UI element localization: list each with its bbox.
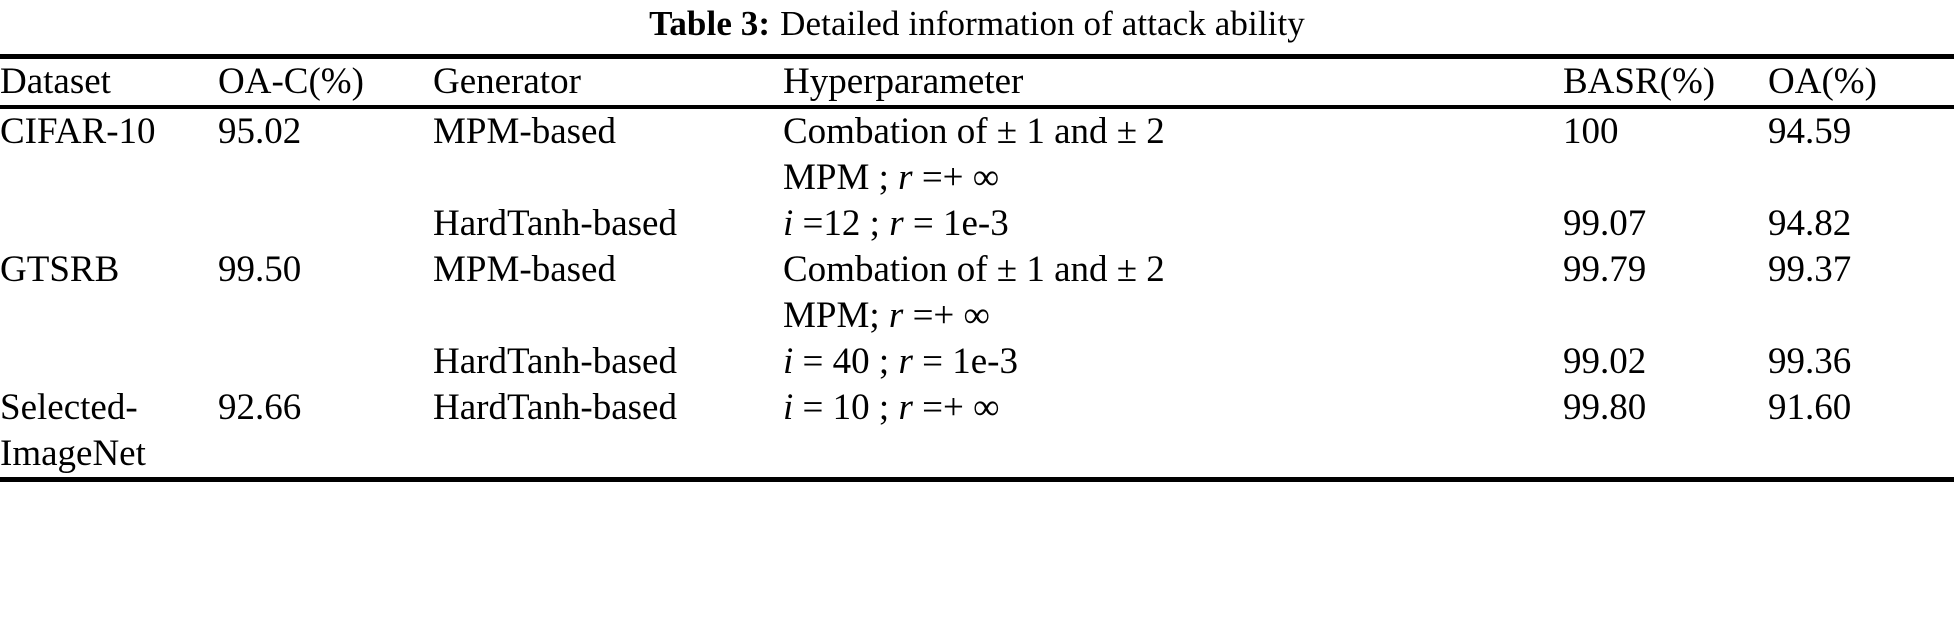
table-row: GTSRB 99.50 MPM-based Combation of ± 1 a…	[0, 247, 1954, 339]
column-header-dataset: Dataset	[0, 61, 111, 102]
cell-basr: 100	[1563, 111, 1619, 152]
hyperparameter-r-value: = 1e-3	[903, 203, 1009, 244]
hyperparameter-variable-r: r	[898, 341, 913, 382]
cell-basr: 99.07	[1563, 203, 1647, 244]
cell-dataset: GTSRB	[0, 249, 120, 290]
cell-basr: 99.80	[1563, 387, 1647, 428]
cell-generator: MPM-based	[433, 249, 616, 290]
hyperparameter-value: =+ ∞	[912, 157, 1000, 198]
hyperparameter-r-value: =+ ∞	[912, 387, 1000, 428]
column-header-oa-c: OA-C(%)	[218, 61, 364, 102]
table-row: Selected- ImageNet 92.66 HardTanh-based …	[0, 385, 1954, 477]
cell-basr: 99.02	[1563, 341, 1647, 382]
table-row: CIFAR-10 95.02 MPM-based Combation of ± …	[0, 109, 1954, 201]
hyperparameter-variable-i: i	[783, 387, 794, 428]
hyperparameter-i-value: =12 ;	[793, 203, 890, 244]
hyperparameter-r-value: = 1e-3	[912, 341, 1018, 382]
cell-oa-c	[218, 339, 433, 385]
hyperparameter-variable-r: r	[888, 295, 904, 336]
caption-label: Table 3:	[649, 4, 771, 43]
cell-generator: HardTanh-based	[433, 203, 677, 244]
hyperparameter-line-1: Combation of ± 1 and ± 2	[783, 111, 1165, 152]
cell-generator: MPM-based	[433, 111, 616, 152]
cell-oa: 94.82	[1768, 203, 1852, 244]
hyperparameter-prefix: MPM;	[783, 295, 889, 336]
cell-generator: HardTanh-based	[433, 387, 677, 428]
hyperparameter-variable-r: r	[898, 387, 913, 428]
cell-oa: 99.37	[1768, 249, 1852, 290]
attack-ability-table: Dataset OA-C(%) Generator Hyperparameter…	[0, 59, 1954, 105]
hyperparameter-prefix: MPM ;	[783, 157, 899, 198]
cell-oa: 99.36	[1768, 341, 1852, 382]
table-header-row: Dataset OA-C(%) Generator Hyperparameter…	[0, 59, 1954, 105]
table-mid-rule	[0, 105, 1954, 109]
cell-oa: 94.59	[1768, 111, 1852, 152]
cell-hyperparameter: i = 10 ; r =+ ∞	[783, 385, 1563, 477]
cell-dataset: CIFAR-10	[0, 111, 156, 152]
hyperparameter-line-1: Combation of ± 1 and ± 2	[783, 249, 1165, 290]
column-header-basr: BASR(%)	[1563, 61, 1716, 102]
column-header-hyperparameter: Hyperparameter	[783, 61, 1024, 102]
attack-ability-table-body: CIFAR-10 95.02 MPM-based Combation of ± …	[0, 109, 1954, 477]
table-row: HardTanh-based i =12 ; r = 1e-3 99.07 94…	[0, 201, 1954, 247]
column-header-generator: Generator	[433, 61, 581, 102]
hyperparameter-i-value: = 10 ;	[793, 387, 899, 428]
table-top-rule	[0, 54, 1954, 59]
caption-text: Detailed information of attack ability	[780, 4, 1305, 43]
table-caption: Table 3:Detailed information of attack a…	[0, 0, 1954, 46]
cell-generator: HardTanh-based	[433, 341, 677, 382]
column-header-oa: OA(%)	[1768, 61, 1877, 102]
hyperparameter-variable-r: r	[898, 157, 913, 198]
cell-oa-c: 95.02	[218, 111, 302, 152]
table-row: HardTanh-based i = 40 ; r = 1e-3 99.02 9…	[0, 339, 1954, 385]
hyperparameter-variable-r: r	[889, 203, 904, 244]
hyperparameter-variable-i: i	[783, 341, 794, 382]
cell-hyperparameter: Combation of ± 1 and ± 2 MPM ; r =+ ∞	[783, 109, 1563, 201]
hyperparameter-i-value: = 40 ;	[793, 341, 899, 382]
cell-hyperparameter: i = 40 ; r = 1e-3	[783, 339, 1563, 385]
cell-basr: 99.79	[1563, 249, 1647, 290]
cell-hyperparameter: i =12 ; r = 1e-3	[783, 201, 1563, 247]
cell-dataset	[0, 201, 218, 247]
hyperparameter-value: =+ ∞	[903, 295, 990, 336]
hyperparameter-variable-i: i	[783, 203, 794, 244]
cell-dataset-line-1: Selected-	[0, 387, 138, 428]
hyperparameter-line-2: MPM ; r =+ ∞	[783, 155, 1563, 201]
cell-oa-c: 99.50	[218, 249, 302, 290]
cell-oa: 91.60	[1768, 387, 1852, 428]
cell-hyperparameter: Combation of ± 1 and ± 2 MPM; r =+ ∞	[783, 247, 1563, 339]
cell-dataset: Selected- ImageNet	[0, 385, 218, 477]
table-bottom-rule	[0, 477, 1954, 482]
cell-dataset	[0, 339, 218, 385]
hyperparameter-line-2: MPM; r =+ ∞	[783, 293, 1563, 339]
cell-oa-c	[218, 201, 433, 247]
cell-dataset-line-2: ImageNet	[0, 433, 146, 474]
cell-oa-c: 92.66	[218, 387, 302, 428]
